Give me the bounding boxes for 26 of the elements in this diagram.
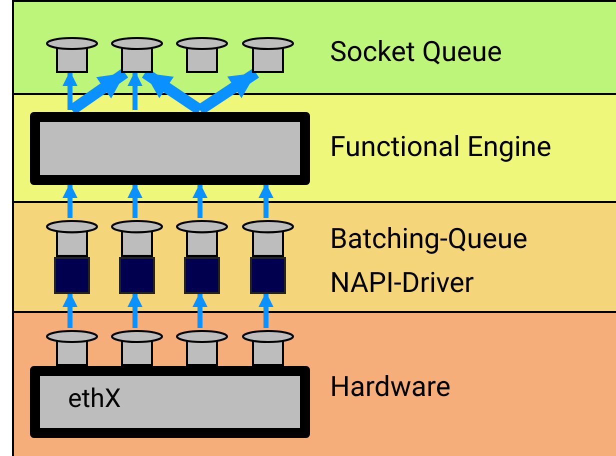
engine-block — [30, 112, 310, 185]
arrow — [258, 183, 274, 218]
arrow — [192, 183, 208, 218]
layer-label: Functional Engine — [330, 129, 552, 165]
arrow — [128, 292, 142, 328]
driver-block — [250, 257, 286, 294]
layer-band — [12, 93, 616, 201]
layer-band — [12, 201, 616, 311]
arrow — [258, 292, 274, 328]
layer-band — [12, 311, 616, 456]
arrow — [192, 292, 208, 328]
layer-label: Hardware — [330, 369, 451, 405]
arrow — [128, 183, 142, 218]
layer-band — [12, 0, 616, 93]
layer-label: Batching-Queue — [330, 221, 528, 257]
driver-block — [54, 257, 90, 294]
layer-label: Socket Queue — [330, 34, 502, 70]
arrow — [62, 183, 78, 218]
driver-block — [119, 257, 155, 294]
arrow — [128, 71, 142, 110]
device-block — [30, 366, 310, 438]
arrow — [62, 71, 78, 110]
driver-block — [184, 257, 220, 294]
layer-label: NAPI-Driver — [330, 265, 474, 301]
arrow — [62, 292, 78, 328]
device-name: ethX — [68, 383, 121, 416]
